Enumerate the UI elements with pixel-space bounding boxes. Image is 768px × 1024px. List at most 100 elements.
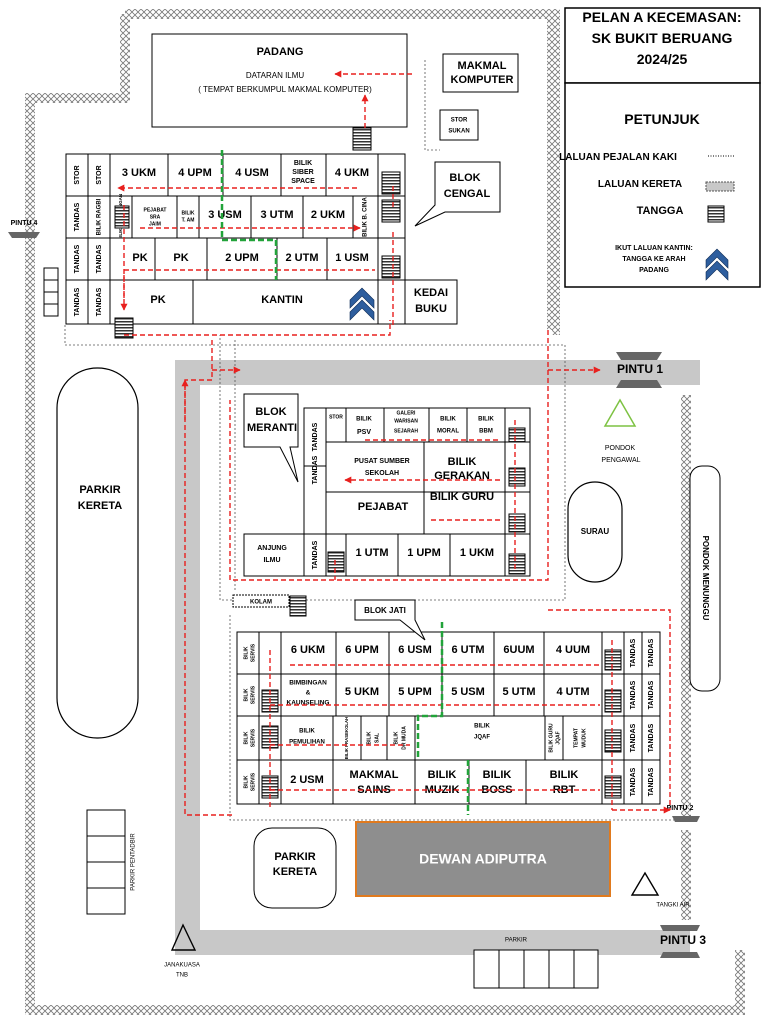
svg-text:CENGAL: CENGAL: [444, 188, 491, 200]
svg-text:IKUT LALUAN KANTIN:: IKUT LALUAN KANTIN:: [615, 245, 693, 252]
triangle-icon: [630, 871, 660, 896]
svg-text:1 UPM: 1 UPM: [407, 547, 441, 559]
svg-text:KOMPUTER: KOMPUTER: [451, 74, 514, 86]
svg-text:JQAF: JQAF: [474, 735, 490, 741]
svg-text:TANDAS: TANDAS: [312, 455, 319, 484]
svg-text:PARKIR: PARKIR: [274, 851, 315, 863]
svg-text:6 UKM: 6 UKM: [291, 644, 325, 656]
green-divider: [220, 150, 470, 815]
svg-text:PADANG: PADANG: [257, 46, 304, 58]
svg-text:TANDAS: TANDAS: [648, 767, 655, 796]
svg-text:1 USM: 1 USM: [335, 252, 369, 264]
stairs-icon: [604, 649, 622, 671]
svg-text:BILIK: BILIK: [181, 210, 194, 216]
svg-text:TNB: TNB: [176, 973, 188, 979]
svg-text:PONDOK: PONDOK: [605, 445, 636, 452]
svg-text:TANDAS: TANDAS: [630, 680, 637, 709]
stairs-icon: [707, 205, 725, 223]
svg-text:SURAU: SURAU: [581, 527, 610, 536]
svg-text:BILIK: BILIK: [393, 731, 399, 744]
svg-text:PINTU 3: PINTU 3: [660, 933, 706, 947]
stairs-icon: [604, 775, 622, 799]
svg-text:STOR: STOR: [451, 118, 468, 124]
svg-text:BILIK: BILIK: [366, 731, 372, 744]
svg-text:3 UTM: 3 UTM: [261, 209, 294, 221]
svg-text:( TEMPAT BERKUMPUL MAKMAL KOMP: ( TEMPAT BERKUMPUL MAKMAL KOMPUTER): [198, 85, 372, 94]
svg-text:SRA: SRA: [150, 214, 161, 220]
svg-text:KEDAI: KEDAI: [414, 287, 448, 299]
svg-text:1 UTM: 1 UTM: [356, 547, 389, 559]
svg-text:BLOK: BLOK: [255, 406, 286, 418]
svg-text:TANDAS: TANDAS: [74, 287, 81, 316]
chevron-up-icon: [705, 248, 729, 281]
svg-text:PARKIR: PARKIR: [79, 484, 120, 496]
svg-text:BILIK GURU: BILIK GURU: [548, 723, 554, 753]
svg-text:SAL: SAL: [374, 733, 380, 743]
svg-text:JANAKUASA: JANAKUASA: [164, 963, 200, 969]
svg-text:TANGKI AIR: TANGKI AIR: [656, 903, 690, 909]
svg-text:&: &: [306, 690, 311, 697]
svg-text:RBT: RBT: [553, 784, 576, 796]
svg-text:TANDAS: TANDAS: [74, 244, 81, 273]
svg-text:PARKIR: PARKIR: [505, 938, 528, 944]
svg-text:WUDUK: WUDUK: [581, 728, 587, 748]
stairs-icon: [508, 467, 526, 487]
stairs-icon: [508, 513, 526, 533]
svg-text:KAUNSELING: KAUNSELING: [287, 700, 330, 707]
svg-text:SERVIS: SERVIS: [250, 685, 256, 704]
svg-text:PEJABAT: PEJABAT: [144, 207, 167, 213]
svg-text:BILIK RAGBI: BILIK RAGBI: [97, 198, 103, 235]
svg-text:KOLAM: KOLAM: [250, 600, 272, 606]
padang-area: PADANG DATARAN ILMU ( TEMPAT BERKUMPUL M…: [151, 33, 519, 151]
svg-text:PADANG: PADANG: [639, 267, 669, 274]
svg-text:SERVIS: SERVIS: [250, 728, 256, 747]
svg-text:KANTIN: KANTIN: [261, 294, 303, 306]
svg-text:PUSAT SUMBER: PUSAT SUMBER: [354, 458, 409, 465]
blok-meranti: TANDAS STOR BILIK PSV GALERI WARISAN SEJ…: [232, 393, 531, 617]
svg-text:BILIK: BILIK: [550, 769, 579, 781]
svg-text:TEMPAT: TEMPAT: [573, 728, 579, 748]
svg-text:PEJABAT: PEJABAT: [358, 501, 409, 513]
svg-text:STOR: STOR: [329, 414, 343, 420]
svg-text:PENGAWAL: PENGAWAL: [601, 457, 640, 464]
svg-text:5 UTM: 5 UTM: [503, 686, 536, 698]
svg-text:TANDAS: TANDAS: [312, 540, 319, 569]
svg-text:BILIK: BILIK: [474, 724, 490, 730]
svg-text:BUKU: BUKU: [415, 303, 447, 315]
svg-text:ANJUNG: ANJUNG: [257, 545, 287, 552]
svg-text:BILIK: BILIK: [448, 456, 477, 468]
svg-text:BILIK: BILIK: [243, 731, 249, 744]
svg-text:TANDAS: TANDAS: [312, 422, 319, 451]
svg-text:GALERI: GALERI: [397, 410, 417, 416]
svg-text:TANDAS: TANDAS: [74, 202, 81, 231]
svg-text:6 UTM: 6 UTM: [452, 644, 485, 656]
svg-text:KERETA: KERETA: [273, 866, 317, 878]
svg-text:2 USM: 2 USM: [290, 774, 324, 786]
legend-car-label: LALUAN KERETA: [598, 179, 682, 190]
svg-text:STOR: STOR: [96, 165, 103, 184]
svg-text:2 UTM: 2 UTM: [286, 252, 319, 264]
svg-text:TANDAS: TANDAS: [630, 723, 637, 752]
svg-text:STOR: STOR: [74, 165, 81, 184]
svg-text:6 UPM: 6 UPM: [345, 644, 379, 656]
parkir-pentadbir-grid: [86, 809, 126, 915]
svg-text:BILIK: BILIK: [243, 688, 249, 701]
svg-text:SEKOLAH: SEKOLAH: [365, 470, 399, 477]
svg-text:SK BUKIT BERUANG: SK BUKIT BERUANG: [592, 30, 733, 46]
svg-text:2024/25: 2024/25: [637, 51, 688, 67]
parkir-grid: [473, 949, 599, 989]
stairs-icon: [381, 171, 401, 195]
svg-text:5 UPM: 5 UPM: [398, 686, 432, 698]
svg-text:6UUM: 6UUM: [503, 644, 534, 656]
svg-text:PINTU 1: PINTU 1: [617, 362, 663, 376]
svg-text:PK: PK: [173, 252, 188, 264]
svg-text:ILMU: ILMU: [263, 557, 280, 564]
stairs-icon: [327, 551, 345, 573]
svg-text:BIMBINGAN: BIMBINGAN: [289, 680, 327, 687]
stairs-icon: [381, 199, 401, 223]
svg-text:TANDAS: TANDAS: [630, 767, 637, 796]
svg-text:3 UKM: 3 UKM: [122, 167, 156, 179]
svg-text:BILIK: BILIK: [478, 417, 494, 423]
svg-text:BBM: BBM: [479, 429, 493, 435]
